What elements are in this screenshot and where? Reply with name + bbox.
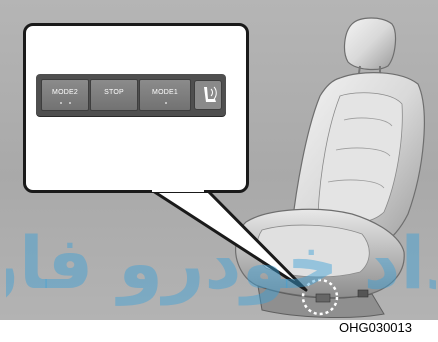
seat-position-button[interactable] xyxy=(194,80,222,110)
mode1-label: MODE1 xyxy=(140,89,190,96)
mode2-button[interactable]: MODE2 xyxy=(41,79,89,111)
headrest xyxy=(345,18,396,69)
seat-icon xyxy=(195,81,223,111)
mode-indicator-dot xyxy=(165,102,167,104)
mode-indicator-dot xyxy=(60,102,62,104)
callout-joint xyxy=(152,186,204,192)
stop-button[interactable]: STOP xyxy=(90,79,138,111)
mode1-button[interactable]: MODE1 xyxy=(139,79,191,111)
mode2-label: MODE2 xyxy=(42,89,88,96)
image-code: OHG030013 xyxy=(339,320,412,335)
seat-side-switch xyxy=(358,290,368,297)
mode-indicator-dot xyxy=(69,102,71,104)
stop-label: STOP xyxy=(91,89,137,96)
